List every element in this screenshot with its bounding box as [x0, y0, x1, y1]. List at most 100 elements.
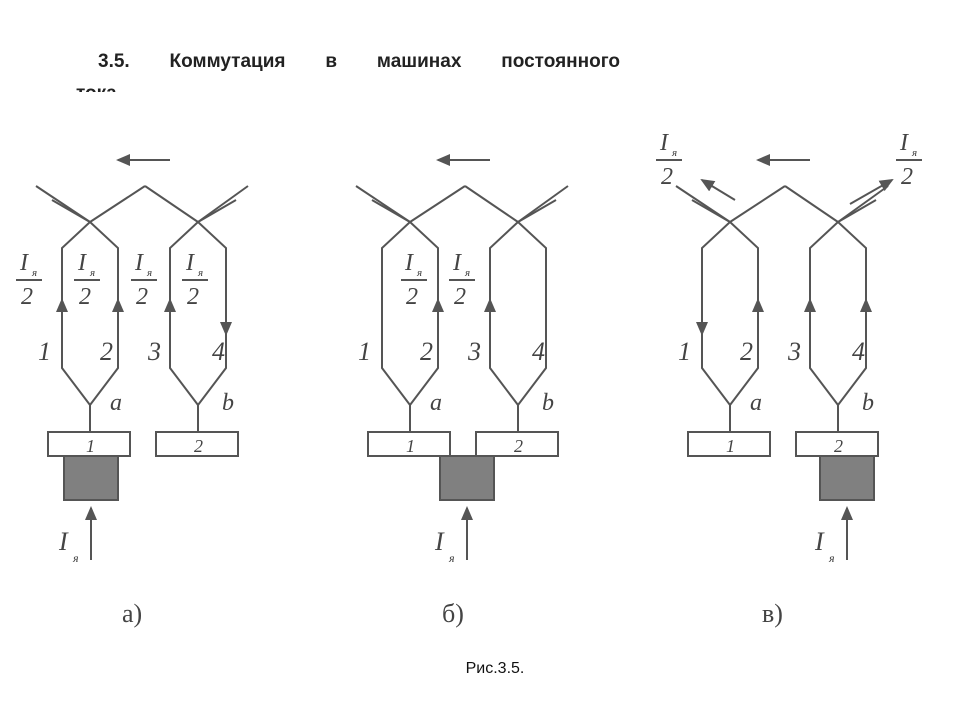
coil-number-2: 2: [420, 337, 433, 366]
fraction-subscript: я: [464, 267, 470, 279]
end-connection: [691, 199, 731, 223]
input-current-label: I: [58, 527, 69, 556]
panel-label: б): [442, 599, 464, 628]
title-line-2: тока: [76, 78, 620, 92]
input-current-subscript: я: [72, 551, 79, 565]
coil-side-right: [729, 221, 759, 406]
fraction-subscript: я: [89, 267, 95, 279]
brush: [819, 455, 875, 501]
fraction-subscript: я: [671, 147, 677, 159]
end-connection: [837, 185, 889, 223]
title-line-1: 3.5. Коммутация в машинах постоянного: [98, 51, 620, 72]
current-arrow-out: [849, 179, 894, 205]
node-label-b: b: [862, 390, 874, 416]
fraction-numerator: I: [134, 250, 144, 276]
coil-number-1: 1: [38, 337, 51, 366]
slide-title: 3.5. Коммутация в машинах постоянного то…: [76, 46, 620, 92]
end-connection: [784, 185, 839, 223]
coil-number-1: 1: [678, 337, 691, 366]
segment-label-1: 1: [726, 436, 735, 456]
fraction-numerator: I: [77, 250, 87, 276]
commutator-segment-1: [687, 431, 771, 457]
fraction-denominator: 2: [136, 284, 148, 310]
coil-side-left: [381, 221, 411, 406]
figure-caption: Рис.3.5.: [465, 660, 525, 677]
commutator-segment-2: [475, 431, 559, 457]
commutator-segment-2: [155, 431, 239, 457]
fraction-denominator: 2: [901, 164, 913, 190]
fraction-denominator: 2: [21, 284, 33, 310]
panel-label: в): [762, 599, 783, 628]
node-label-b: b: [542, 390, 554, 416]
fraction-denominator: 2: [454, 284, 466, 310]
coil-side-left: [809, 221, 839, 406]
coil-number-4: 4: [212, 337, 225, 366]
coil-number-3: 3: [147, 337, 161, 366]
fraction-subscript: я: [416, 267, 422, 279]
coil-number-1: 1: [358, 337, 371, 366]
coil-number-3: 3: [787, 337, 801, 366]
input-current-label: I: [434, 527, 445, 556]
end-connection: [837, 199, 877, 223]
current-arrow-out: [700, 178, 736, 201]
input-current-subscript: я: [828, 551, 835, 565]
fraction-denominator: 2: [661, 164, 673, 190]
segment-label-2: 2: [194, 436, 203, 456]
brush: [63, 455, 119, 501]
segment-label-2: 2: [514, 436, 523, 456]
coil-side-right: [517, 221, 547, 406]
end-connection: [51, 199, 91, 223]
end-connection: [197, 185, 249, 223]
coil-side-left: [489, 221, 519, 406]
end-connection: [144, 185, 199, 223]
coil-side-right: [89, 221, 119, 406]
fraction-subscript: я: [197, 267, 203, 279]
fraction-numerator: I: [404, 250, 414, 276]
coil-side-right: [837, 221, 867, 406]
segment-label-1: 1: [406, 436, 415, 456]
end-connection: [517, 185, 569, 223]
brush: [439, 455, 495, 501]
node-label-a: a: [110, 390, 122, 416]
node-label-b: b: [222, 390, 234, 416]
fraction-numerator: I: [452, 250, 462, 276]
coil-side-left: [701, 221, 731, 406]
coil-side-right: [409, 221, 439, 406]
end-connection: [197, 199, 237, 223]
fraction-denominator: 2: [187, 284, 199, 310]
segment-label-2: 2: [834, 436, 843, 456]
fraction-denominator: 2: [79, 284, 91, 310]
end-connection: [371, 199, 411, 223]
fraction-numerator: I: [659, 130, 669, 156]
coil-number-4: 4: [532, 337, 545, 366]
coil-number-2: 2: [740, 337, 753, 366]
input-current-subscript: я: [448, 551, 455, 565]
end-connection: [409, 185, 466, 223]
coil-number-4: 4: [852, 337, 865, 366]
end-connection: [464, 185, 519, 223]
coil-number-2: 2: [100, 337, 113, 366]
node-label-a: a: [750, 390, 762, 416]
commutator-segment-2: [795, 431, 879, 457]
segment-label-1: 1: [86, 436, 95, 456]
commutator-segment-1: [367, 431, 451, 457]
fraction-numerator: I: [899, 130, 909, 156]
coil-side-right: [197, 221, 227, 406]
fraction-subscript: я: [146, 267, 152, 279]
coil-number-3: 3: [467, 337, 481, 366]
fraction-numerator: I: [19, 250, 29, 276]
input-current-label: I: [814, 527, 825, 556]
fraction-numerator: I: [185, 250, 195, 276]
